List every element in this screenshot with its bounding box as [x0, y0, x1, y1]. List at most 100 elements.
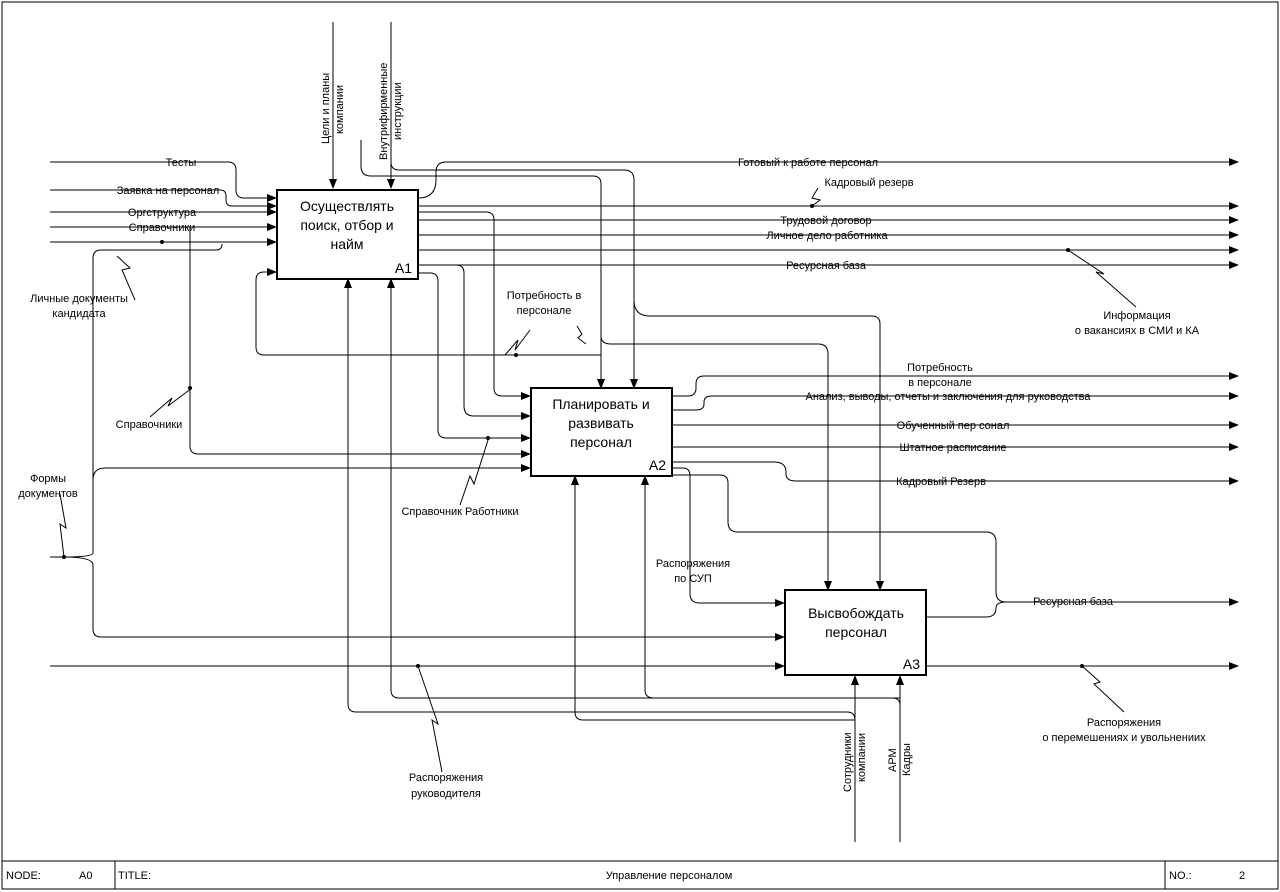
label-spravochniki-top: Справочники — [129, 222, 196, 234]
leader-kadrovy — [811, 187, 822, 207]
junction-dot — [810, 204, 814, 208]
arrow-analiz — [672, 392, 1239, 411]
label-spravochniki-mid: Справочники — [116, 419, 183, 431]
label-formy-2: документов — [18, 488, 78, 500]
arrow-labels: Тесты Заявка на персонал Оргструктура Сп… — [18, 63, 1206, 800]
footer-node-value: A0 — [79, 870, 92, 882]
junction-dot — [62, 555, 66, 559]
junction-dot — [160, 240, 164, 244]
junction-dot — [1066, 248, 1070, 252]
label-vnutr-1: Внутрифирменные — [378, 63, 390, 160]
label-sotrudniki-2: компании — [856, 733, 868, 782]
arrow-zayavka — [50, 189, 277, 210]
junction-dot — [416, 664, 420, 668]
label-potrebnost-out-1: Потребность — [907, 362, 973, 374]
box-a1-line-3: найм — [331, 236, 364, 252]
label-resursnaya-1: Ресурсная база — [786, 260, 867, 272]
activity-box-a1[interactable]: Осуществлять поиск, отбор и найм A1 — [276, 189, 419, 280]
label-lichnye-1: Личные документы — [30, 293, 128, 305]
arrow-a2-resursnaya — [672, 474, 1007, 603]
label-analiz: Анализ, выводы, отчеты и заключения для … — [805, 391, 1091, 403]
label-sotrudniki-1: Сотрудники — [842, 732, 854, 792]
junction-dot — [1080, 664, 1084, 668]
box-a2-line-3: персонал — [570, 434, 632, 450]
footer-no-label: NO.: — [1169, 870, 1192, 882]
arrow-arm-a1 — [390, 290, 901, 706]
label-trudovoy: Трудовой договор — [780, 215, 871, 227]
arrow-lichnye-branch — [92, 243, 223, 259]
junction-dot — [514, 353, 518, 357]
label-lichnoe-delo: Личное дело работника — [766, 230, 888, 242]
label-kadrovy-rezerv-2: Кадровый Резерв — [896, 476, 986, 488]
arrow-a1-a2-2 — [418, 264, 520, 417]
arrow-kadrovy-rezerv-2 — [672, 461, 1239, 485]
label-potrebnost-in-1: Потребность в — [507, 290, 582, 302]
label-rasp-sup-2: по СУП — [674, 573, 712, 585]
arrow-to-a3-1 — [633, 299, 881, 580]
label-testy: Тесты — [166, 157, 197, 169]
label-informatsiya-2: о вакансиях в СМИ и КА — [1075, 325, 1200, 337]
footer-title-label: TITLE: — [118, 870, 151, 882]
label-lichnye-2: кандидата — [52, 308, 106, 320]
box-a3-line-1: Высвобождать — [808, 605, 904, 621]
footer-no-value: 2 — [1239, 870, 1245, 882]
label-tseli-2: компании — [334, 85, 346, 134]
arrow-sotrudniki-a1 — [347, 290, 856, 721]
leader-potrebnost-2 — [576, 325, 587, 345]
label-rasp-sup-1: Распоряжения — [656, 558, 730, 570]
footer-title-value: Управление персоналом — [606, 870, 733, 882]
arrow-potrebnost-out — [672, 372, 1239, 397]
box-a1-line-2: поиск, отбор и — [300, 217, 393, 233]
arrow-tseli-a2 — [360, 140, 602, 380]
leader-rasp-per — [1081, 665, 1125, 713]
leader-spravochniki — [149, 387, 193, 418]
label-arm-2: Кадры — [901, 743, 913, 776]
label-informatsiya-1: Информация — [1103, 310, 1170, 322]
box-a2-line-2: развивать — [568, 415, 634, 431]
arrow-formy-a2 — [92, 467, 520, 481]
arrow-formy-down — [63, 556, 102, 638]
leader-lichnye — [116, 255, 136, 301]
label-vnutr-2: инструкции — [392, 82, 404, 140]
label-shtatnoe: Штатное расписание — [899, 442, 1006, 454]
label-rasp-per-1: Распоряжения — [1087, 717, 1161, 729]
arrow-sotrudniki-a2 — [574, 490, 855, 721]
label-obucheny: Обученный пер сонал — [897, 420, 1010, 432]
activity-box-a3[interactable]: Высвобождать персонал A3 — [784, 589, 927, 676]
label-zayavka: Заявка на персонал — [117, 185, 220, 197]
box-a1-node: A1 — [395, 260, 412, 276]
arrow-a3-resursnaya — [926, 601, 1007, 618]
arrow-arm-a2 — [644, 490, 900, 699]
label-resursnaya-2: Ресурсная база — [1033, 596, 1114, 608]
arrow-formy-up — [50, 552, 94, 558]
arrow-spravochniki-down — [189, 227, 520, 455]
box-a3-line-2: персонал — [825, 624, 887, 640]
arrow-testy — [50, 161, 277, 202]
label-gotovy: Готовый к работе персонал — [738, 157, 878, 169]
box-a1-line-1: Осуществлять — [300, 198, 394, 214]
box-a2-node: A2 — [649, 457, 666, 473]
label-spravochnik-rab: Справочник Работники — [401, 506, 518, 518]
arrow-gotovy — [417, 158, 1239, 199]
box-a2-line-1: Планировать и — [552, 396, 649, 412]
title-block: NODE: A0 TITLE: Управление персоналом NO… — [6, 870, 1245, 882]
arrow-vnutr-a2 — [390, 150, 635, 380]
label-kadrovy-rezerv: Кадровый резерв — [824, 177, 913, 189]
label-rasp-ruk-1: Распоряжения — [409, 772, 483, 784]
label-tseli-1: Цели и планы — [320, 73, 332, 144]
box-a3-node: A3 — [903, 656, 920, 672]
arrow-lines — [50, 22, 1239, 842]
label-rasp-ruk-2: руководителя — [411, 788, 481, 800]
footer-node-label: NODE: — [6, 870, 41, 882]
label-potrebnost-out-2: в персонале — [908, 377, 972, 389]
junction-dot — [188, 386, 192, 390]
arrow-potrebnost-feedback — [255, 271, 601, 356]
label-rasp-per-2: о перемешениях и увольнениих — [1042, 732, 1206, 744]
arrow-to-a3-2 — [600, 335, 829, 580]
activity-box-a2[interactable]: Планировать и развивать персонал A2 — [530, 387, 673, 477]
label-arm-1: АРМ — [887, 748, 899, 772]
label-potrebnost-in-2: персонале — [517, 305, 572, 317]
